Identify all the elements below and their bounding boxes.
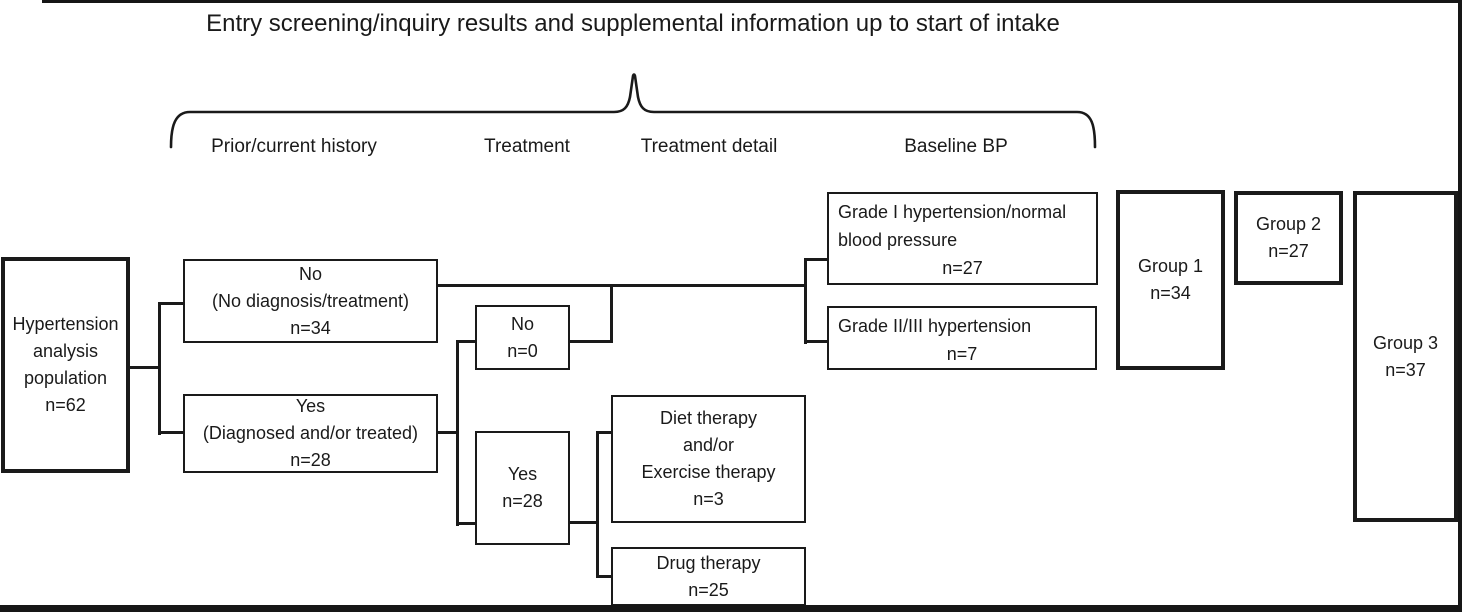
node-history-yes: Yes (Diagnosed and/or treated) n=28 <box>183 394 438 473</box>
node-group-1: Group 1 n=34 <box>1116 190 1225 370</box>
connector-treatment-no-up <box>610 284 613 343</box>
node-count: n=0 <box>507 340 538 361</box>
connector-history-bracket <box>158 302 161 435</box>
node-treatment-yes: Yes n=28 <box>475 431 570 545</box>
connector-bp-grade23-stub <box>804 340 829 343</box>
connector-treatment-yes-stub <box>456 522 477 525</box>
figure-title: Entry screening/inquiry results and supp… <box>206 10 1060 37</box>
node-drug-therapy: Drug therapy n=25 <box>611 547 806 606</box>
column-header-treatment: Treatment <box>484 136 570 157</box>
node-label: population <box>23 368 108 388</box>
node-label: Diet therapy <box>659 408 758 428</box>
column-header-treatment-detail: Treatment detail <box>640 136 778 157</box>
connector-population-out <box>128 366 160 369</box>
node-label: Grade II/III hypertension <box>838 316 1032 336</box>
connector-detail-bracket <box>596 431 599 578</box>
connector-drug-stub <box>596 575 613 578</box>
node-history-no: No (No diagnosis/treatment) n=34 <box>183 259 438 343</box>
connector-bp-bracket <box>804 258 807 344</box>
node-label: Grade I hypertension/normal <box>838 202 1067 222</box>
node-grade2-3-hypertension: Grade II/III hypertension n=7 <box>827 306 1097 370</box>
node-count: n=28 <box>290 450 331 470</box>
connector-treatment-bracket <box>456 340 459 526</box>
node-grade1-normal-bp: Grade I hypertension/normal blood pressu… <box>827 192 1098 285</box>
node-label: Group 2 <box>1255 214 1322 234</box>
node-sublabel: (Diagnosed and/or treated) <box>202 423 419 443</box>
node-diet-exercise-therapy: Diet therapy and/or Exercise therapy n=3 <box>611 395 806 523</box>
node-hypertension-population: Hypertension analysis population n=62 <box>1 257 130 473</box>
node-sublabel: (No diagnosis/treatment) <box>211 290 410 311</box>
node-label: Exercise therapy <box>641 462 776 482</box>
frame-top-edge <box>42 0 1462 3</box>
node-label: analysis <box>32 341 99 361</box>
node-group-2: Group 2 n=27 <box>1234 191 1343 285</box>
node-treatment-no: No n=0 <box>475 305 570 370</box>
frame-right-edge <box>1458 0 1462 612</box>
column-header-baseline-bp: Baseline BP <box>904 136 1008 157</box>
connector-no-to-baseline-bp <box>436 284 807 287</box>
connector-treatment-no-out <box>568 340 613 343</box>
node-label: Drug therapy <box>656 552 761 573</box>
node-label: No <box>510 313 534 334</box>
node-count: n=27 <box>942 258 983 278</box>
node-label: Group 3 <box>1372 332 1439 353</box>
frame-bottom-edge <box>0 605 1462 612</box>
node-count: n=34 <box>290 317 331 338</box>
node-count: n=37 <box>1385 359 1426 380</box>
node-count: n=3 <box>693 489 724 509</box>
node-count: n=7 <box>946 344 978 364</box>
node-count: n=62 <box>45 395 86 415</box>
node-count: n=34 <box>1150 283 1191 303</box>
node-label: Yes <box>507 464 538 484</box>
connector-yes-out <box>436 431 458 434</box>
node-count: n=25 <box>688 579 729 600</box>
connector-history-no-stub <box>158 302 185 305</box>
node-label: Hypertension <box>12 314 119 334</box>
node-label: No <box>298 263 322 284</box>
connector-treatment-no-stub <box>456 340 477 343</box>
connector-diet-stub <box>596 431 613 434</box>
connector-history-yes-stub <box>158 431 185 434</box>
node-label: blood pressure <box>838 230 958 250</box>
node-label: and/or <box>682 435 735 455</box>
column-header-history: Prior/current history <box>211 136 377 157</box>
node-group-3: Group 3 n=37 <box>1353 191 1458 522</box>
node-count: n=27 <box>1268 241 1309 261</box>
node-label: Group 1 <box>1137 256 1204 276</box>
connector-bp-grade1-stub <box>804 258 829 261</box>
connector-treatment-yes-out <box>568 521 599 524</box>
node-count: n=28 <box>502 491 543 511</box>
node-label: Yes <box>295 396 326 416</box>
